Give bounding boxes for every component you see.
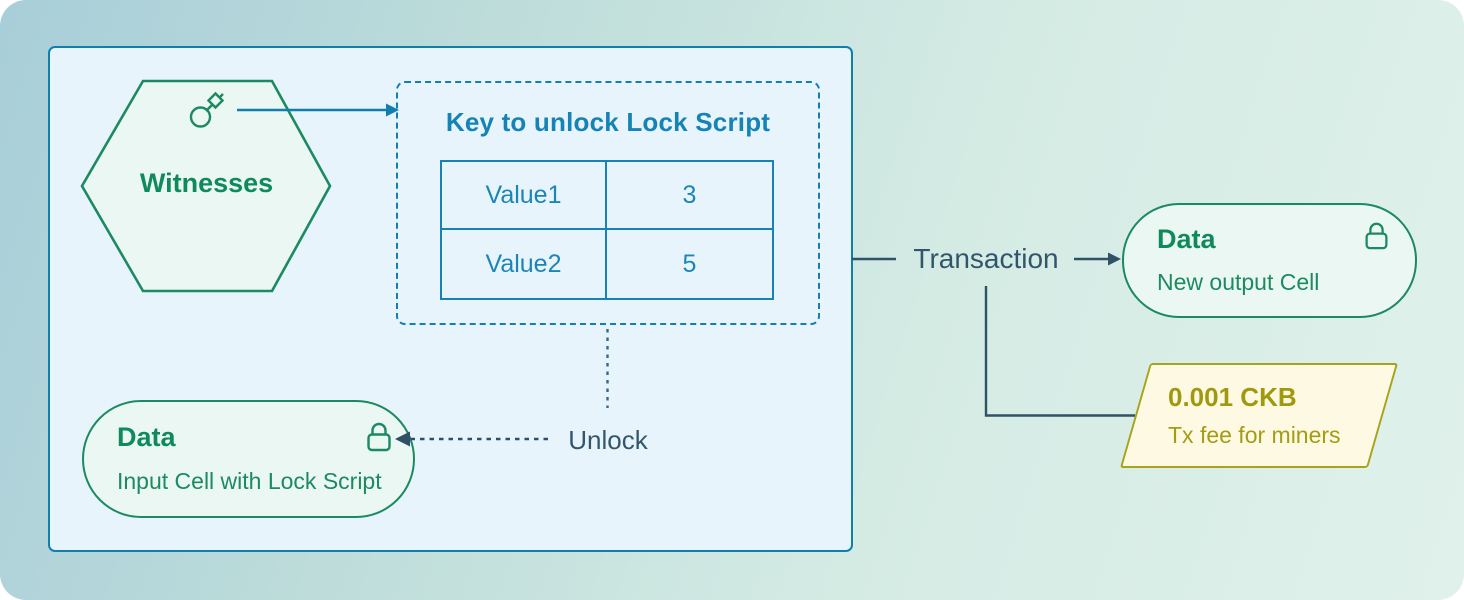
lock-icon [1365,222,1388,250]
table-cell-value-1: 3 [607,162,772,230]
transaction-label: Transaction [913,243,1059,274]
miner-fee-amount: 0.001 CKB [1168,382,1297,412]
output-cell-title: Data [1157,224,1216,254]
key-panel-title: Key to unlock Lock Script [445,107,771,137]
unlock-label: Unlock [568,425,648,455]
table-cell-value-2: 5 [682,249,697,278]
transaction-to-output-arrow [1074,252,1121,266]
lock-icon [367,422,391,452]
transaction-to-fee-line [984,286,1135,417]
table-cell-name-2: Value2 [442,230,607,298]
input-cell-title: Data [117,422,176,452]
output-cell: Data New output Cell [1122,203,1417,318]
key-value-table: Value1 3 Value2 5 [440,160,774,300]
output-cell-subtitle: New output Cell [1157,269,1320,295]
input-cell: Data Input Cell with Lock Script [82,400,415,518]
witnesses-label: Witnesses [139,168,274,198]
miner-fee-subtitle: Tx fee for miners [1168,422,1341,448]
input-cell-subtitle: Input Cell with Lock Script [117,468,382,494]
key-panel: Key to unlock Lock Script Value1 3 Value… [396,81,820,325]
miner-fee: 0.001 CKB Tx fee for miners [1151,363,1391,468]
table-cell-name-1: Value1 [442,162,607,230]
